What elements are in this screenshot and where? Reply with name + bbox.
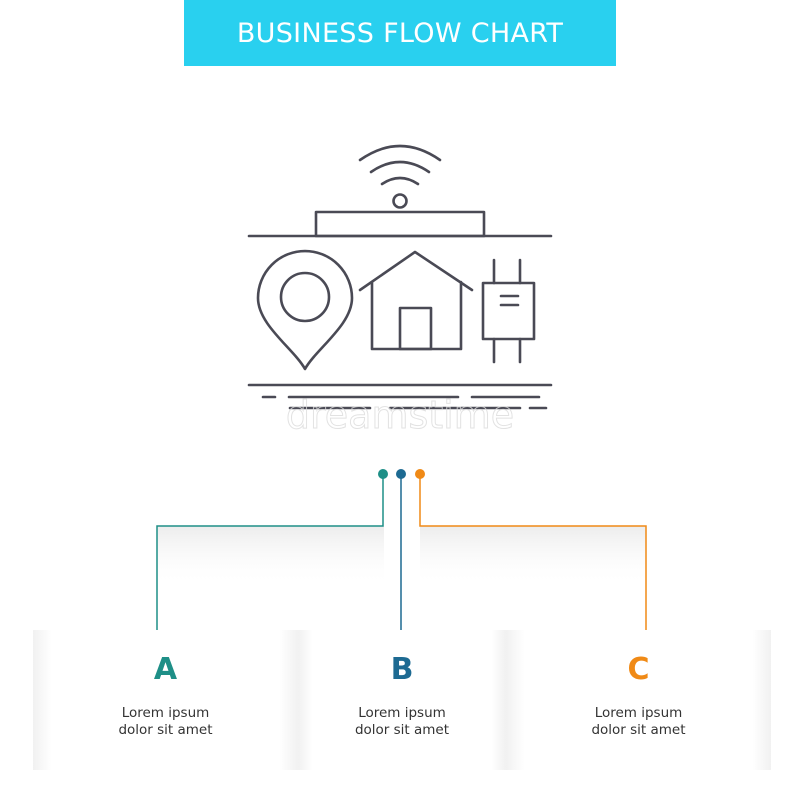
connector-c [419, 474, 647, 637]
smart-home-wifi-location-plug-icon: dreamstime [247, 144, 553, 430]
shade-left [157, 526, 384, 586]
step-text-line2: dolor sit amet [354, 722, 450, 738]
chart-title: BUSINESS FLOW CHART [236, 17, 564, 49]
step-card-c: C Lorem ipsum dolor sit amet [506, 630, 771, 770]
step-card-a: A Lorem ipsum dolor sit amet [33, 630, 298, 770]
step-text-line2: dolor sit amet [118, 722, 213, 738]
dot-c [415, 469, 425, 479]
dot-b [396, 469, 406, 479]
location-pin-icon [256, 249, 354, 371]
step-letter-a: A [153, 652, 178, 687]
step-text-a: Lorem ipsum dolor sit amet [33, 705, 298, 739]
step-text-line2: dolor sit amet [591, 722, 686, 738]
connector-a [156, 474, 384, 637]
step-text-line1: Lorem ipsum [358, 705, 446, 721]
plug-icon [481, 258, 536, 364]
wifi-icon [358, 144, 442, 209]
step-card-b: B Lorem ipsum dolor sit amet [298, 630, 506, 770]
step-text-line1: Lorem ipsum [121, 705, 210, 721]
step-letter-c: C [627, 652, 650, 687]
title-banner: BUSINESS FLOW CHART [184, 0, 616, 66]
dot-a [378, 469, 388, 479]
step-text-c: Lorem ipsum dolor sit amet [506, 705, 771, 739]
step-letter-b: B [390, 652, 414, 687]
step-text-line1: Lorem ipsum [594, 705, 683, 721]
step-text-b: Lorem ipsum dolor sit amet [298, 705, 506, 739]
house-icon [358, 250, 474, 351]
shade-right [420, 526, 646, 586]
watermark: dreamstime [286, 393, 514, 430]
